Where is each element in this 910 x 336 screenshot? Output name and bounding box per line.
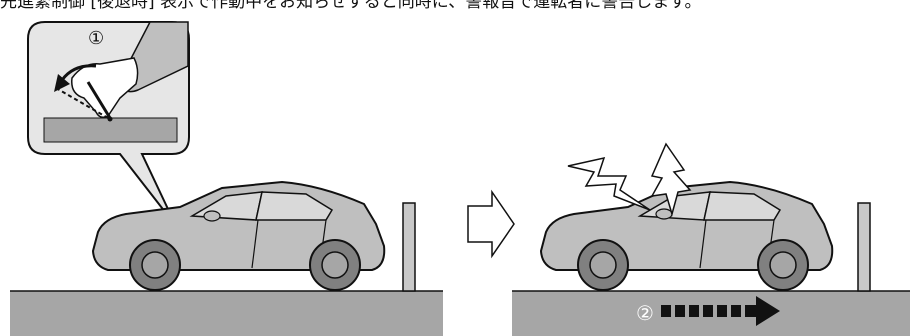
step-marker: ② [636,301,654,325]
pedal-callout: ① [28,22,189,226]
left-ground [10,291,443,336]
car-left [93,182,384,290]
transition-arrow-icon [468,192,514,256]
left-wall-pole [403,203,415,291]
car-right [541,182,832,290]
warning-bolt-icon [568,158,650,210]
right-wall-pole [858,203,870,291]
callout-step-number: ① [88,28,104,49]
